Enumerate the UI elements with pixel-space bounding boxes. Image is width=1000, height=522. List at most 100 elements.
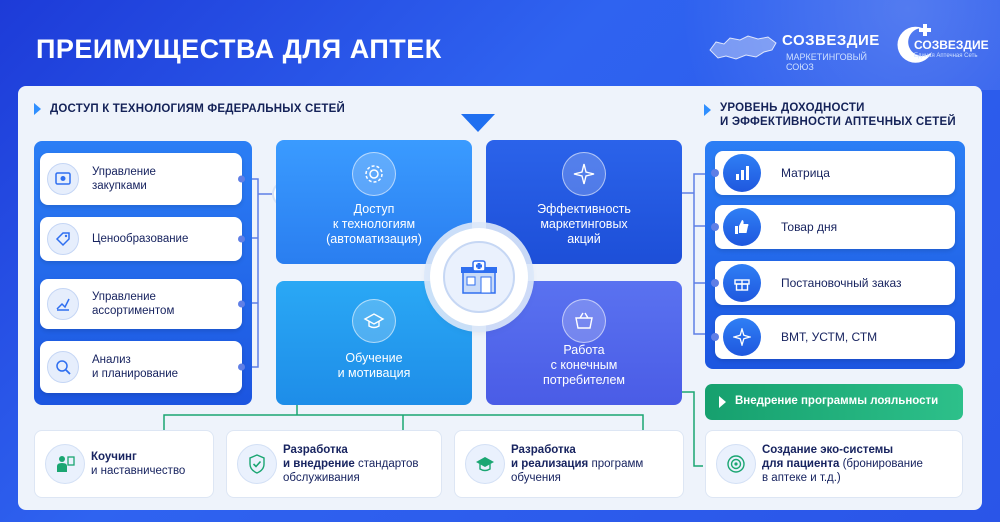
connector-dot <box>711 333 719 341</box>
list-item-product-of-day: Товар дня <box>711 205 955 249</box>
page-title: ПРЕИМУЩЕСТВА ДЛЯ АПТЕК <box>36 34 442 64</box>
connector-dot <box>238 363 245 371</box>
service-standards-label: Разработка и внедрение стандартов обслуж… <box>283 443 419 485</box>
connector-dot <box>711 279 719 287</box>
consumer-line1: Работа <box>563 343 605 357</box>
profitability-list-box: Матрица Товар дня Постановочный заказ ВМ… <box>705 141 965 369</box>
staged-order-label: Постановочный заказ <box>781 276 902 290</box>
coaching-line1: Коучинг <box>91 451 137 463</box>
training-line1: Обучение <box>345 351 403 365</box>
standards-line2-bold: и внедрение <box>283 458 355 470</box>
marketing-efficiency-label: Эффективность маркетинговых акций <box>486 202 682 247</box>
programs-line1: Разработка <box>511 444 576 456</box>
basket-icon <box>562 299 606 343</box>
marketing-line1: Эффективность <box>537 202 631 216</box>
ecosystem-line1: Создание эко-системы <box>762 444 894 456</box>
star-icon <box>723 318 761 356</box>
coach-icon <box>45 444 85 484</box>
assortment-label: Управление ассортиментом <box>92 290 174 318</box>
russia-map-icon <box>709 35 777 60</box>
right-heading-line1: УРОВЕНЬ ДОХОДНОСТИ <box>720 102 865 114</box>
gift-icon <box>723 264 761 302</box>
price-tag-icon <box>47 223 79 255</box>
card-patient-ecosystem: Создание эко-системы для пациента (брони… <box>705 430 963 498</box>
training-line2: и мотивация <box>337 366 411 380</box>
card-training-programs: Разработка и реализация программ обучени… <box>454 430 684 498</box>
right-section-heading: УРОВЕНЬ ДОХОДНОСТИ И ЭФФЕКТИВНОСТИ АПТЕЧ… <box>720 101 956 129</box>
patient-ecosystem-label: Создание эко-системы для пациента (брони… <box>762 443 923 485</box>
header-background <box>540 0 1000 90</box>
ecosystem-line2: (бронирование <box>839 458 923 470</box>
procurement-label: Управление закупками <box>92 165 156 193</box>
star-icon <box>562 152 606 196</box>
left-section-heading: ДОСТУП К ТЕХНОЛОГИЯМ ФЕДЕРАЛЬНЫХ СЕТЕЙ <box>50 103 345 115</box>
technology-access-label: Доступ к технологиям (автоматизация) <box>276 202 472 247</box>
assortment-icon <box>47 288 79 320</box>
procurement-line2: закупками <box>92 180 147 192</box>
consumer-line3: потребителем <box>542 373 626 387</box>
list-item-assortment: Управление ассортиментом <box>40 279 245 329</box>
card-coaching: Коучинг и наставничество <box>34 430 214 498</box>
private-labels-label: ВМТ, УСТМ, СТМ <box>781 330 878 344</box>
tech-line3: (автоматизация) <box>326 232 422 246</box>
right-heading-line2: И ЭФФЕКТИВНОСТИ АПТЕЧНЫХ СЕТЕЙ <box>720 116 956 128</box>
assortment-line1: Управление <box>92 291 156 303</box>
standards-icon <box>237 444 277 484</box>
ecosystem-line3: в аптеке и т.д.) <box>762 472 841 484</box>
coaching-label: Коучинг и наставничество <box>91 450 185 478</box>
list-item-pricing: Ценообразование <box>40 217 245 261</box>
marketing-line3: акций <box>567 232 601 246</box>
programs-line2: программ <box>588 458 644 470</box>
connector-dot <box>238 300 245 308</box>
card-training: Обучение и мотивация <box>276 281 472 405</box>
matrix-label: Матрица <box>781 166 830 180</box>
analysis-line2: и планирование <box>92 368 179 380</box>
down-arrow-icon <box>461 114 495 132</box>
pharmacy-hub <box>430 228 528 326</box>
logo1-subtitle: МАРКЕТИНГОВЫЙ СОЮЗ <box>786 52 868 72</box>
connector-dot <box>238 235 245 243</box>
analysis-label: Анализ и планирование <box>92 353 178 381</box>
list-item-staged-order: Постановочный заказ <box>711 261 955 305</box>
analysis-icon <box>47 351 79 383</box>
ecosystem-line2-bold: для пациента <box>762 458 840 470</box>
connector-dot <box>238 175 245 183</box>
standards-line1: Разработка <box>283 444 348 456</box>
assortment-line2: ассортиментом <box>92 305 175 317</box>
technology-list-box: Управление закупками Ценообразование Упр… <box>34 141 252 405</box>
procurement-icon <box>47 163 79 195</box>
arrow-right-icon <box>719 396 726 408</box>
right-heading-marker <box>704 104 711 116</box>
coaching-line2: и наставничество <box>91 465 186 477</box>
standards-line2: стандартов <box>354 458 419 470</box>
logo2-name: СОЗВЕЗДИЕ <box>914 38 989 52</box>
card-technology-access: Доступ к технологиям (автоматизация) <box>276 140 472 264</box>
sozvezdie-marketing-logo: СОЗВЕЗДИЕ МАРКЕТИНГОВЫЙ СОЮЗ <box>706 26 886 72</box>
tech-line1: Доступ <box>353 202 395 216</box>
connector-dot <box>711 223 719 231</box>
list-item-matrix: Матрица <box>711 151 955 195</box>
consumer-line2: с конечным <box>550 358 618 372</box>
card-service-standards: Разработка и внедрение стандартов обслуж… <box>226 430 442 498</box>
marketing-line2: маркетинговых <box>540 217 628 231</box>
list-item-analysis: Анализ и планирование <box>40 341 245 393</box>
bar-chart-icon <box>723 154 761 192</box>
programs-line2-bold: и реализация <box>511 458 589 470</box>
logo2-subtitle: Единая Аптечная Сеть <box>914 53 978 59</box>
analysis-line1: Анализ <box>92 354 131 366</box>
loyalty-program-banner: Внедрение программы лояльности <box>705 384 963 420</box>
tech-line2: к технологиям <box>332 217 416 231</box>
pharmacy-icon <box>443 241 515 313</box>
card-marketing-efficiency: Эффективность маркетинговых акций <box>486 140 682 264</box>
pricing-label: Ценообразование <box>92 233 189 245</box>
list-item-private-labels: ВМТ, УСТМ, СТМ <box>711 315 955 359</box>
standards-line3: обслуживания <box>283 472 360 484</box>
logo1-name: СОЗВЕЗДИЕ <box>782 32 880 49</box>
target-icon <box>716 444 756 484</box>
loyalty-program-label: Внедрение программы лояльности <box>735 395 939 407</box>
product-of-day-label: Товар дня <box>781 220 838 234</box>
procurement-line1: Управление <box>92 166 156 178</box>
left-heading-marker <box>34 103 41 115</box>
training-label: Обучение и мотивация <box>276 351 472 381</box>
education-icon <box>465 444 505 484</box>
